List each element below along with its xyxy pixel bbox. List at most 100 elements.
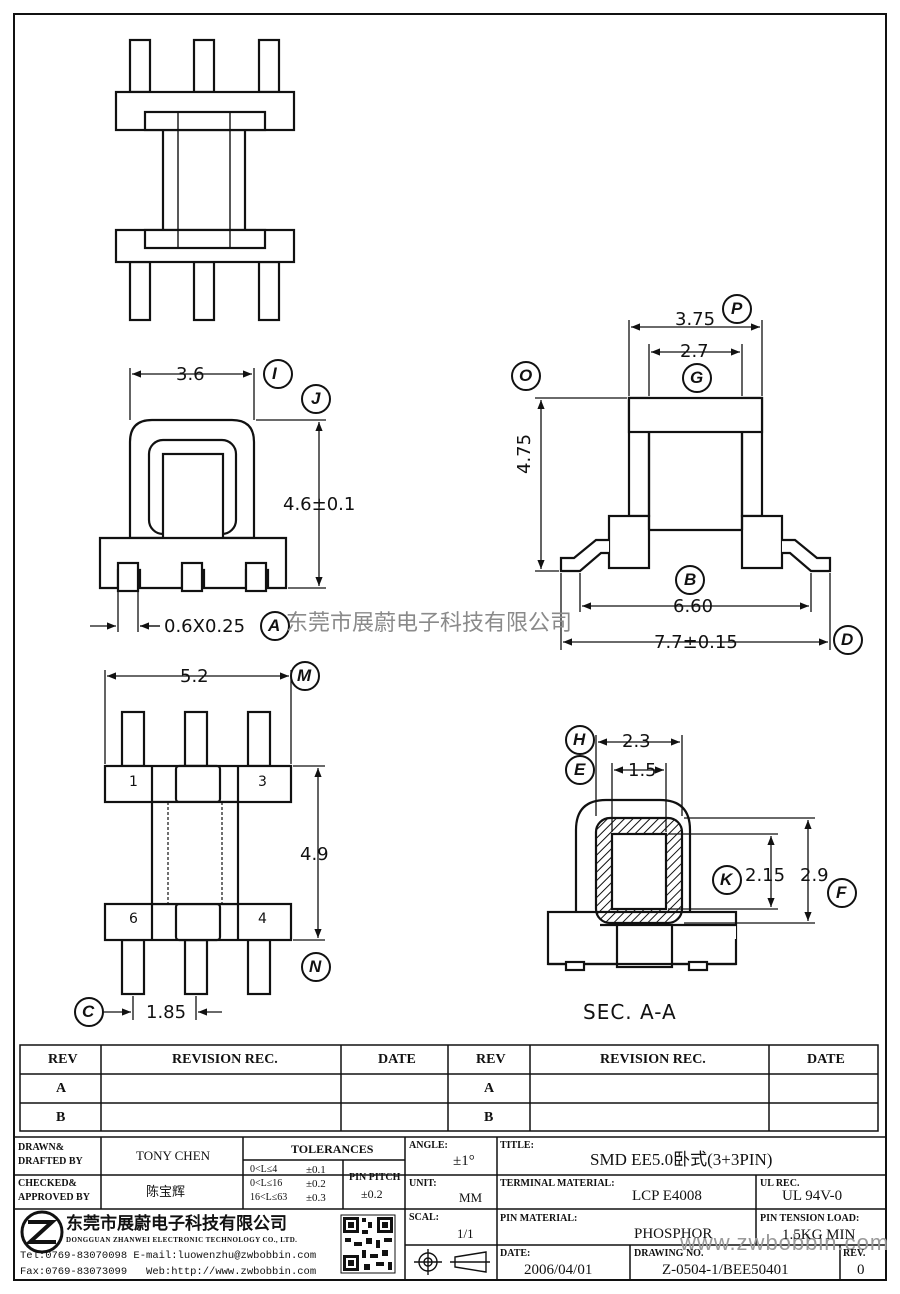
tol-range-1: 0<L≤4 xyxy=(250,1164,278,1175)
balloon-letter-B: B xyxy=(684,570,697,589)
balloon-K xyxy=(712,865,742,895)
company-tel: Tel:0769-83070098 E-mail:luowenzhu@zwbob… xyxy=(20,1250,317,1262)
dim-1-5: 1.5 xyxy=(628,760,657,781)
balloon-letter-H: H xyxy=(573,730,586,749)
scale-value: 1/1 xyxy=(457,1226,474,1241)
revision-table-grid xyxy=(19,1044,879,1132)
rev-header-1: REV xyxy=(48,1052,78,1067)
pin-number-3: 3 xyxy=(258,774,267,790)
balloon-N xyxy=(301,952,331,982)
date-header-1: DATE xyxy=(378,1052,416,1067)
balloon-I xyxy=(263,359,293,389)
front-view-dims xyxy=(90,368,326,632)
dim-4-6: 4.6±0.1 xyxy=(283,494,356,515)
balloon-letter-J: J xyxy=(311,389,321,408)
tol-value-1: ±0.1 xyxy=(306,1164,326,1176)
section-view-dims xyxy=(595,735,815,924)
section-label: SEC. A-A xyxy=(583,1000,677,1024)
balloon-J xyxy=(301,384,331,414)
watermark-company: 东莞市展蔚电子科技有限公司 xyxy=(286,610,573,635)
company-name-cn: 东莞市展蔚电子科技有限公司 xyxy=(66,1214,287,1233)
tol-range-2: 0<L≤16 xyxy=(250,1178,283,1189)
balloon-letter-C: C xyxy=(82,1002,95,1021)
balloon-letter-N: N xyxy=(309,957,322,976)
dim-4-75: 4.75 xyxy=(514,433,535,474)
bottom-view xyxy=(103,710,293,996)
terminal-material-value: LCP E4008 xyxy=(632,1188,702,1204)
angle-label: ANGLE: xyxy=(409,1140,448,1151)
drawn-label-line2: DRAFTED BY xyxy=(18,1156,83,1167)
projection-symbol-icon xyxy=(414,1249,490,1275)
company-name-en: DONGGUAN ZHANWEI ELECTRONIC TECHNOLOGY C… xyxy=(66,1236,298,1244)
balloon-letter-G: G xyxy=(690,368,704,387)
rev-header-2: REV xyxy=(476,1052,506,1067)
checked-label-line1: CHECKED& xyxy=(18,1178,77,1189)
tol-range-3: 16<L≤63 xyxy=(250,1192,288,1203)
angle-value: ±1° xyxy=(453,1153,475,1169)
pin-pitch-label: PIN PITCH xyxy=(349,1172,401,1183)
drawn-label-line1: DRAWN& xyxy=(18,1142,65,1153)
balloon-circles xyxy=(74,294,863,1027)
unit-value: MM xyxy=(459,1190,483,1205)
top-view xyxy=(114,38,296,322)
company-logo-icon xyxy=(20,1210,64,1254)
balloon-P xyxy=(722,294,752,324)
tol-value-2: ±0.2 xyxy=(306,1178,326,1190)
dim-4-9: 4.9 xyxy=(300,844,329,865)
section-view xyxy=(546,798,738,972)
drawing-no-label: DRAWING NO. xyxy=(634,1248,704,1259)
balloon-A xyxy=(260,611,290,641)
balloon-letter-F: F xyxy=(836,883,847,902)
revision-rec-header-2: REVISION REC. xyxy=(600,1052,706,1067)
rev-row-a-2: A xyxy=(484,1081,495,1096)
balloon-C xyxy=(74,997,104,1027)
pin-material-value: PHOSPHOR xyxy=(634,1226,713,1242)
pin-number-4: 4 xyxy=(258,911,267,927)
rev-label: REV. xyxy=(843,1248,866,1259)
dim-1-85: 1.85 xyxy=(146,1002,187,1023)
pin-number-1: 1 xyxy=(129,774,138,790)
balloon-letter-E: E xyxy=(574,760,586,779)
revision-rec-header-1: REVISION REC. xyxy=(172,1052,278,1067)
balloon-letter-O: O xyxy=(519,366,533,385)
company-fax: Fax:0769-83073099 Web:http://www.zwbobbi… xyxy=(20,1266,317,1278)
bottom-view-dims xyxy=(104,670,325,1020)
drawing-no-value: Z-0504-1/BEE50401 xyxy=(662,1262,789,1278)
balloon-E xyxy=(565,755,595,785)
rev-row-b-1: B xyxy=(56,1110,66,1125)
balloon-O xyxy=(511,361,541,391)
dim-3-75: 3.75 xyxy=(675,309,716,330)
balloon-F xyxy=(827,878,857,908)
pin-tension-label: PIN TENSION LOAD: xyxy=(760,1213,860,1224)
title-value: SMD EE5.0卧式(3+3PIN) xyxy=(590,1150,773,1169)
title-label: TITLE: xyxy=(500,1140,534,1151)
scale-label: SCAL: xyxy=(409,1212,440,1223)
ul-value: UL 94V-0 xyxy=(782,1188,843,1204)
terminal-material-label: TERMINAL MATERIAL: xyxy=(500,1178,615,1189)
unit-label: UNIT: xyxy=(409,1178,437,1189)
title-block-grid xyxy=(13,1136,887,1281)
balloon-H xyxy=(565,725,595,755)
front-view xyxy=(98,418,288,593)
tolerances-label: TOLERANCES xyxy=(291,1142,374,1156)
balloon-letter-K: K xyxy=(720,870,733,889)
pin-pitch-value: ±0.2 xyxy=(361,1187,383,1201)
dim-pin-size: 0.6X0.25 xyxy=(164,616,246,637)
tol-value-3: ±0.3 xyxy=(306,1192,326,1204)
watermark-url: www.zwbobbin.com xyxy=(680,1230,890,1255)
balloon-B xyxy=(675,565,705,595)
date-label: DATE: xyxy=(500,1248,531,1259)
qr-code-icon xyxy=(340,1214,396,1274)
checked-label-line2: APPROVED BY xyxy=(18,1192,90,1203)
dim-5-2: 5.2 xyxy=(180,666,209,687)
rev-value: 0 xyxy=(857,1262,865,1278)
ul-label: UL REC. xyxy=(760,1178,800,1189)
dim-2-9: 2.9 xyxy=(800,865,829,886)
balloon-G xyxy=(682,363,712,393)
pin-material-label: PIN MATERIAL: xyxy=(500,1213,578,1224)
dim-6-60: 6.60 xyxy=(673,596,714,617)
dim-2-15: 2.15 xyxy=(745,865,786,886)
checked-value: 陈宝辉 xyxy=(146,1184,186,1199)
dim-2-7: 2.7 xyxy=(680,341,709,362)
rev-row-b-2: B xyxy=(484,1110,494,1125)
